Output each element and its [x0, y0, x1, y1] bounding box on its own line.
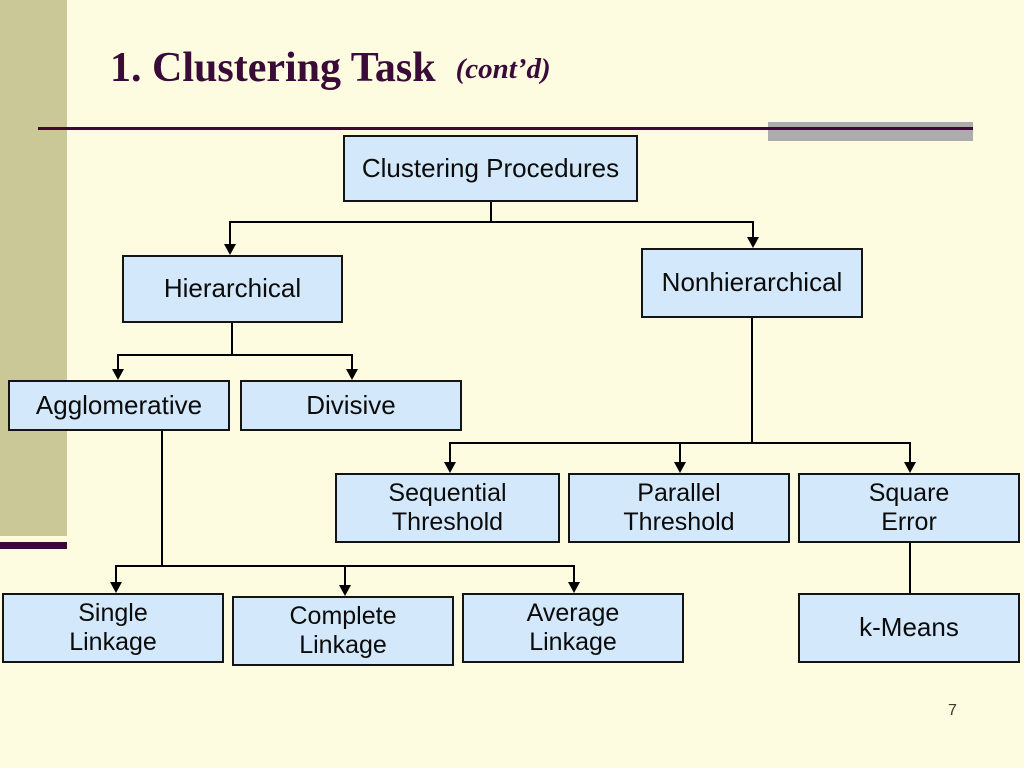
arrowhead-down-icon — [904, 462, 916, 473]
title-rule-gray-bar — [768, 122, 973, 141]
connector-line — [573, 565, 575, 583]
node-nonhierarchical: Nonhierarchical — [641, 248, 863, 318]
arrowhead-down-icon — [339, 585, 351, 596]
page-title-text: 1. Clustering Task — [110, 45, 436, 91]
arrowhead-down-icon — [110, 582, 122, 593]
node-parallel-threshold: Parallel Threshold — [568, 473, 790, 543]
connector-line — [909, 543, 911, 593]
page-number: 7 — [948, 702, 957, 719]
arrowhead-down-icon — [568, 582, 580, 593]
arrowhead-down-icon — [112, 369, 124, 380]
node-single-linkage: Single Linkage — [2, 593, 224, 663]
connector-line — [117, 354, 119, 371]
page-title: 1. Clustering Task (cont’d) — [110, 44, 551, 92]
connector-line — [679, 442, 681, 463]
connector-line — [229, 221, 754, 223]
connector-line — [231, 323, 233, 356]
arrowhead-down-icon — [224, 244, 236, 255]
node-average-linkage: Average Linkage — [462, 593, 684, 663]
arrowhead-down-icon — [674, 462, 686, 473]
connector-line — [909, 442, 911, 463]
node-sequential-threshold: Sequential Threshold — [335, 473, 560, 543]
connector-line — [751, 318, 753, 444]
arrowhead-down-icon — [747, 237, 759, 248]
accent-maroon-bar — [0, 542, 67, 549]
title-rule — [38, 127, 973, 130]
node-k-means: k-Means — [798, 593, 1020, 663]
arrowhead-down-icon — [346, 369, 358, 380]
node-clustering-procedures: Clustering Procedures — [343, 135, 638, 202]
page-title-suffix: (cont’d) — [455, 53, 551, 85]
node-divisive: Divisive — [240, 380, 462, 431]
node-agglomerative: Agglomerative — [8, 380, 230, 431]
sidebar-olive-bar — [0, 0, 67, 536]
node-square-error: Square Error — [798, 473, 1020, 543]
connector-line — [752, 221, 754, 239]
connector-line — [161, 431, 163, 566]
connector-line — [490, 202, 492, 223]
arrowhead-down-icon — [444, 462, 456, 473]
connector-line — [117, 354, 353, 356]
node-complete-linkage: Complete Linkage — [232, 596, 454, 666]
connector-line — [115, 565, 117, 583]
node-hierarchical: Hierarchical — [122, 255, 343, 323]
connector-line — [351, 354, 353, 371]
connector-line — [344, 565, 346, 586]
connector-line — [229, 221, 231, 246]
connector-line — [449, 442, 451, 463]
